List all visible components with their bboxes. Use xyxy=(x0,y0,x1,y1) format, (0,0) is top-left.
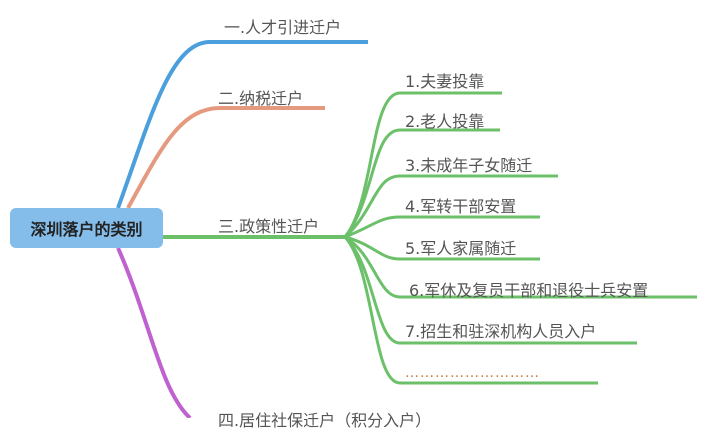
child-line-4 xyxy=(344,215,540,239)
child-node-6[interactable]: 6.军休及复员干部和退役士兵安置 xyxy=(409,281,649,300)
root-node[interactable]: 深圳落户的类别 xyxy=(10,208,163,248)
branch-line-2 xyxy=(126,106,325,209)
child-line-5 xyxy=(344,235,540,261)
branch-node-2[interactable]: 二.纳税迁户 xyxy=(218,89,304,108)
branch-node-4[interactable]: 四.居住社保迁户（积分入户） xyxy=(218,411,432,430)
child-node-5[interactable]: 5.军人家属随迁 xyxy=(405,239,517,258)
branch-node-1[interactable]: 一.人才引进迁户 xyxy=(224,18,342,37)
child-line-6 xyxy=(344,235,697,299)
child-node-2[interactable]: 2.老人投靠 xyxy=(405,112,485,131)
branch-node-3[interactable]: 三.政策性迁户 xyxy=(218,217,320,236)
child-node-4[interactable]: 4.军转干部安置 xyxy=(405,197,517,216)
branch-line-4 xyxy=(116,247,192,418)
child-node-1[interactable]: 1.夫妻投靠 xyxy=(405,72,485,91)
child-line-2 xyxy=(343,128,500,238)
child-line-8 xyxy=(343,235,598,385)
connector-lines xyxy=(116,40,697,418)
child-node-7[interactable]: 7.招生和驻深机构人员入户 xyxy=(405,322,597,341)
child-line-3 xyxy=(343,174,558,239)
child-node-ellipsis[interactable]: ……………………… xyxy=(405,365,540,381)
branch-line-1 xyxy=(116,40,368,209)
child-node-3[interactable]: 3.未成年子女随迁 xyxy=(405,156,533,175)
